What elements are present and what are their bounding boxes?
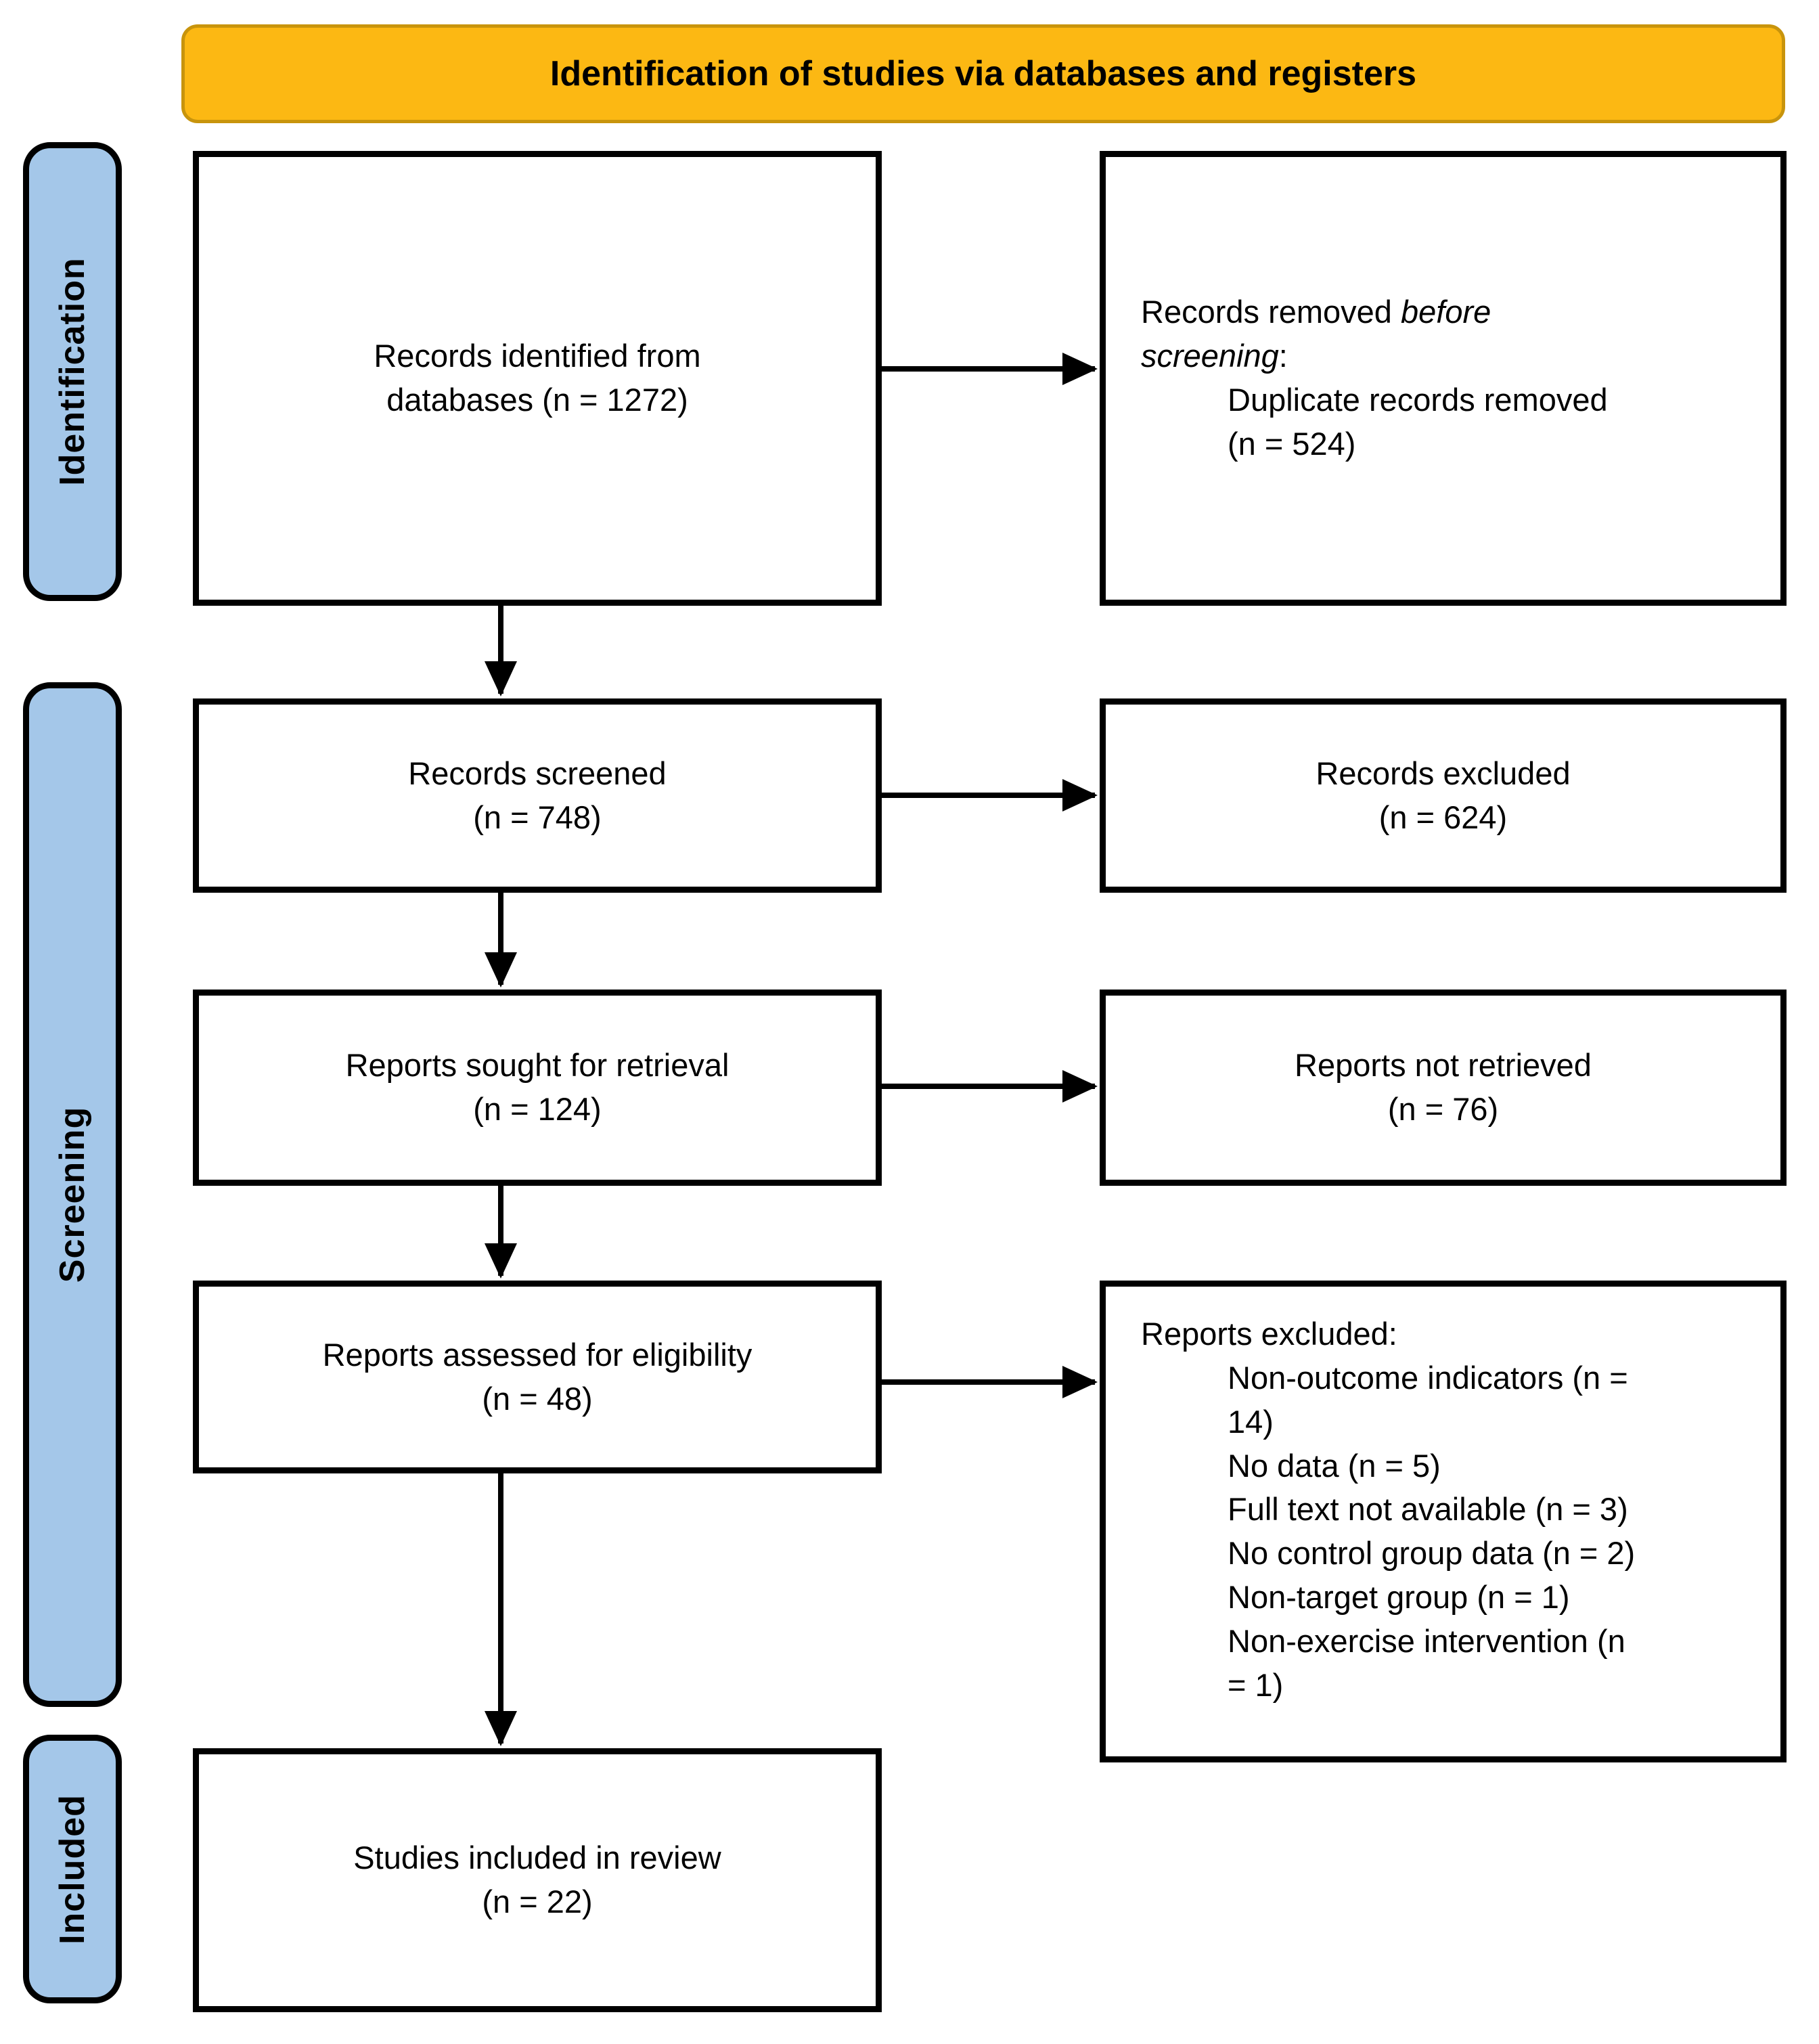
reports-excluded-item: No control group data (n = 2) xyxy=(1228,1535,1636,1572)
box-records-excluded-line2: (n = 624) xyxy=(1378,799,1508,835)
box-records-removed-title: Records removed before screening: xyxy=(1141,290,1574,378)
box-reports-not-retrieved-line1: Reports not retrieved xyxy=(1295,1047,1592,1084)
records-removed-italic: before screening xyxy=(1141,294,1491,374)
box-reports-not-retrieved-line2: (n = 76) xyxy=(1387,1091,1499,1127)
box-records-identified: Records identified from databases (n = 1… xyxy=(193,151,882,606)
box-reports-sought-line2: (n = 124) xyxy=(473,1091,602,1127)
box-reports-excluded-title: Reports excluded: xyxy=(1141,1316,1397,1352)
box-records-screened: Records screened (n = 748) xyxy=(193,698,882,893)
stage-identification-label: Identification xyxy=(53,257,92,486)
reports-excluded-item: Full text not available (n = 3) xyxy=(1228,1491,1628,1528)
stage-included-label: Included xyxy=(53,1794,93,1945)
box-reports-sought-line1: Reports sought for retrieval xyxy=(345,1047,729,1084)
reports-excluded-list: Non-outcome indicators (n = 14) No data … xyxy=(1141,1356,1644,1708)
stage-screening: Screening xyxy=(23,682,122,1707)
box-records-identified-line2: databases (n = 1272) xyxy=(386,382,688,418)
box-reports-assessed-line1: Reports assessed for eligibility xyxy=(322,1336,753,1373)
box-studies-included: Studies included in review (n = 22) xyxy=(193,1748,882,2012)
records-removed-prefix: Records removed xyxy=(1141,294,1401,330)
box-reports-assessed-line2: (n = 48) xyxy=(482,1380,593,1417)
box-studies-included-line1: Studies included in review xyxy=(353,1840,721,1876)
stage-screening-label: Screening xyxy=(53,1106,93,1283)
stage-included: Included xyxy=(23,1735,122,2003)
box-reports-assessed: Reports assessed for eligibility (n = 48… xyxy=(193,1281,882,1473)
box-records-screened-line2: (n = 748) xyxy=(473,799,602,835)
banner: Identification of studies via databases … xyxy=(181,24,1785,123)
stage-identification: Identification xyxy=(23,142,122,601)
box-reports-excluded: Reports excluded: Non-outcome indicators… xyxy=(1100,1281,1787,1762)
box-records-removed: Records removed before screening: Duplic… xyxy=(1100,151,1787,606)
box-records-excluded: Records excluded (n = 624) xyxy=(1100,698,1787,893)
box-records-screened-line1: Records screened xyxy=(408,755,667,791)
box-reports-sought: Reports sought for retrieval (n = 124) xyxy=(193,990,882,1186)
reports-excluded-item: Non-outcome indicators (n = 14) xyxy=(1228,1359,1628,1440)
box-reports-not-retrieved: Reports not retrieved (n = 76) xyxy=(1100,990,1787,1186)
reports-excluded-item: No data (n = 5) xyxy=(1228,1447,1441,1484)
reports-excluded-item: Non-target group (n = 1) xyxy=(1228,1579,1570,1616)
banner-label: Identification of studies via databases … xyxy=(549,54,1417,93)
box-records-excluded-line1: Records excluded xyxy=(1316,755,1571,791)
box-records-identified-line1: Records identified from xyxy=(374,338,701,374)
reports-excluded-item: Non-exercise intervention (n = 1) xyxy=(1228,1623,1625,1703)
records-removed-suffix: : xyxy=(1278,338,1288,374)
box-studies-included-line2: (n = 22) xyxy=(482,1884,593,1919)
box-records-removed-item: Duplicate records removed (n = 524) xyxy=(1228,382,1608,462)
